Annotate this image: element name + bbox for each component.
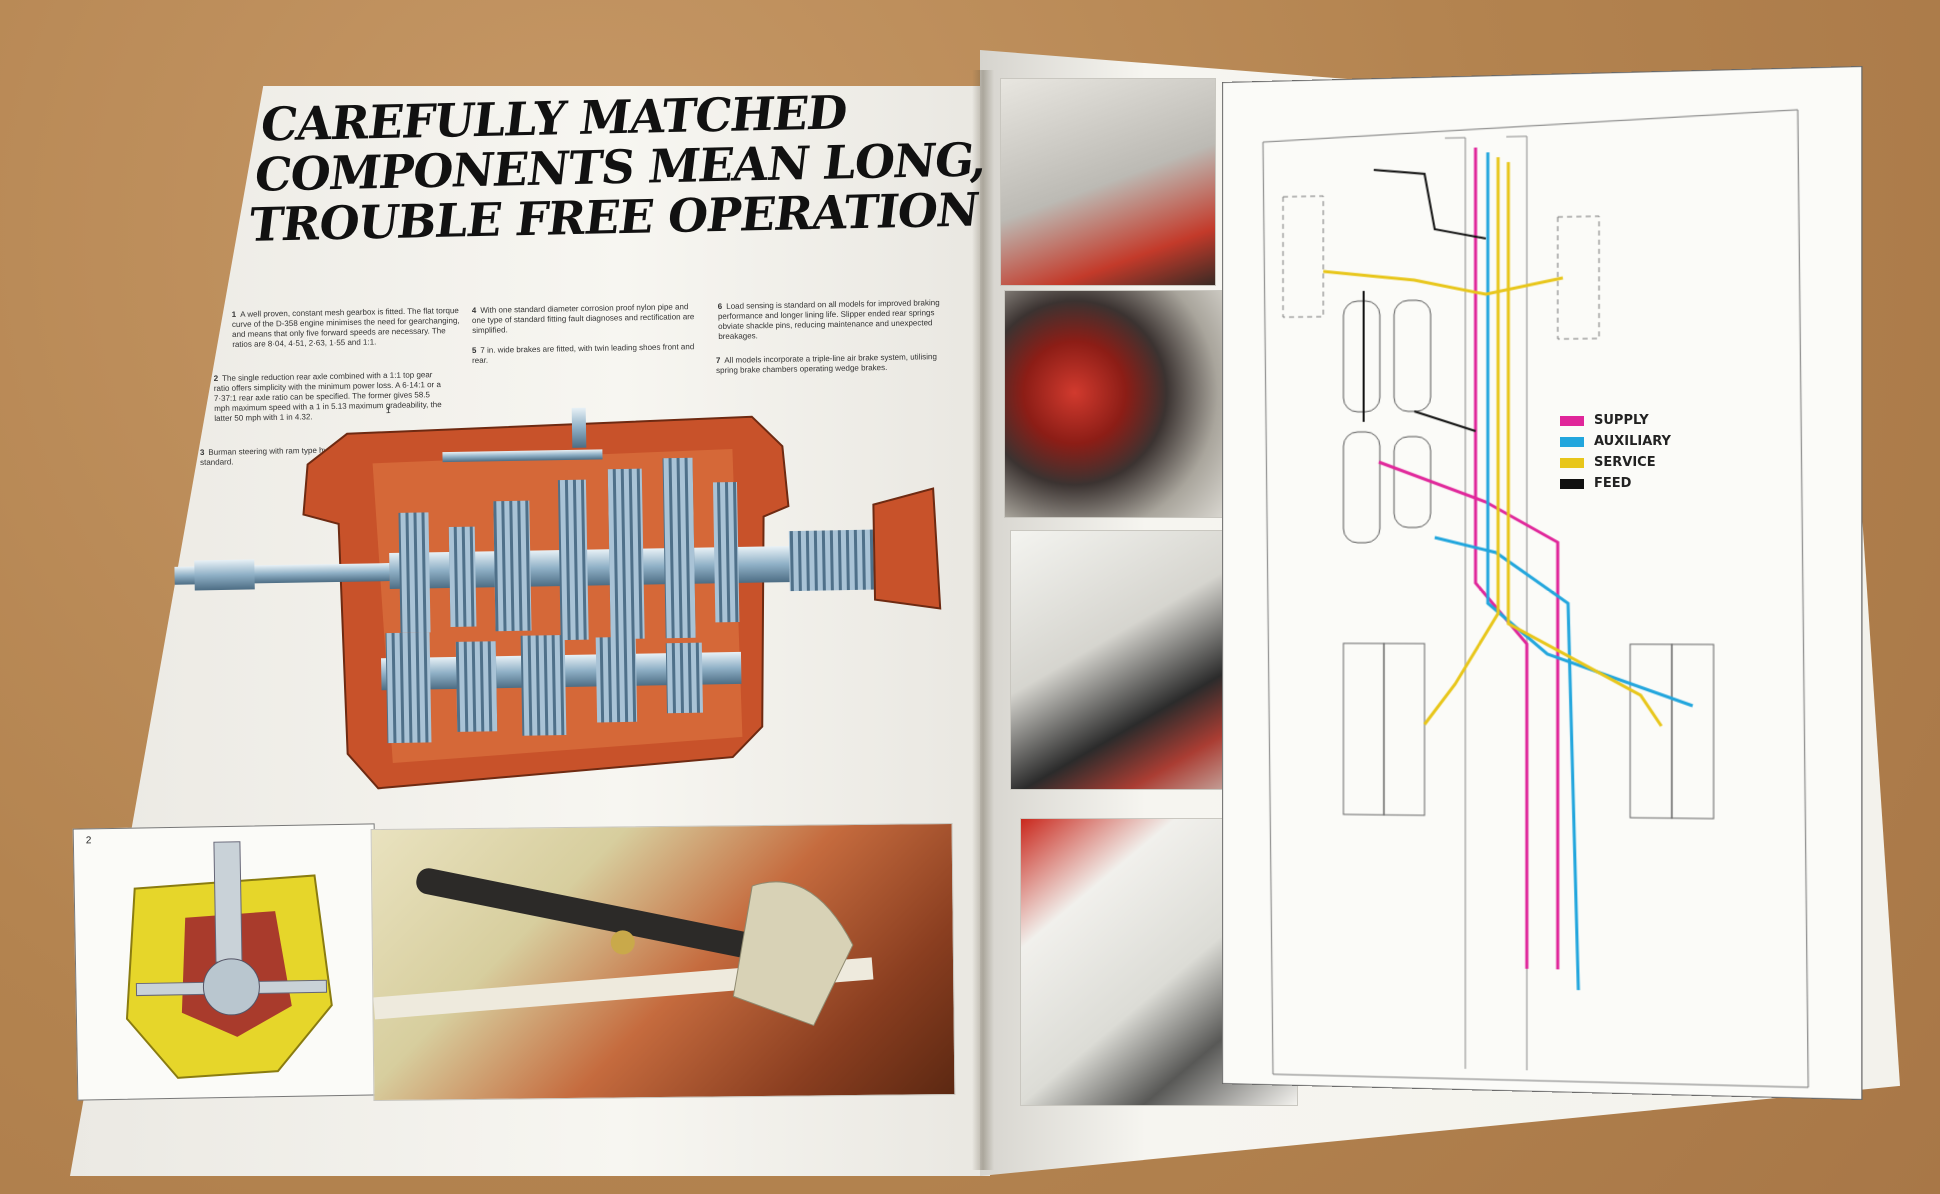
legend-item-service: SERVICE (1560, 452, 1720, 473)
legend-label: SUPPLY (1594, 413, 1649, 428)
gearbox-callout-number: 1 (385, 405, 391, 416)
air-brake-system-diagram (1222, 65, 1863, 1101)
feature-text: All models incorporate a triple-line air… (716, 352, 937, 376)
feature-text: 7 in. wide brakes are fitted, with twin … (472, 342, 695, 366)
feature-number: 6 (717, 301, 723, 312)
gearbox-cutaway-illustration: 1 (172, 393, 959, 807)
feature-text: Load sensing is standard on all models f… (717, 298, 940, 342)
rear-axle-cutaway-illustration: 2 (72, 823, 380, 1101)
feature-number: 1 (231, 309, 237, 320)
legend-swatch (1560, 436, 1584, 447)
power-steering-photo (370, 822, 956, 1102)
wedge-brake-assembly-photo (1004, 290, 1238, 518)
feature-text: A well proven, constant mesh gearbox is … (231, 306, 460, 350)
legend-label: SERVICE (1594, 455, 1656, 470)
legend-item-feed: FEED (1560, 473, 1720, 494)
axle-callout-number: 2 (85, 835, 92, 847)
headline: CAREFULLY MATCHED COMPONENTS MEAN LONG, … (246, 84, 994, 252)
feature-number: 2 (213, 373, 219, 384)
feature-number: 5 (471, 345, 477, 356)
brake-valve-photo (1000, 78, 1216, 286)
diagram-legend: SUPPLY AUXILIARY SERVICE FEED (1560, 410, 1720, 494)
brochure-spine (972, 70, 994, 1170)
feature-number: 7 (715, 355, 721, 366)
legend-swatch (1560, 478, 1584, 489)
legend-item-supply: SUPPLY (1560, 410, 1720, 431)
legend-item-auxiliary: AUXILIARY (1560, 431, 1720, 452)
feature-text: With one standard diameter corrosion pro… (471, 302, 695, 336)
legend-swatch (1560, 457, 1584, 468)
legend-label: FEED (1594, 476, 1632, 491)
legend-swatch (1560, 415, 1584, 426)
feature-number: 4 (471, 305, 477, 316)
legend-label: AUXILIARY (1594, 434, 1671, 449)
